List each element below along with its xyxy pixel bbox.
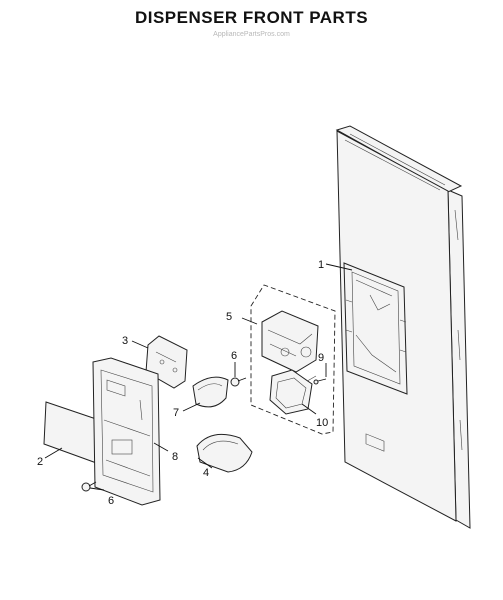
callout-3: 3 [122, 335, 128, 347]
callout-6-upper: 6 [231, 350, 237, 362]
part-8-bezel [92, 357, 161, 506]
part-5-dispenser-module [261, 310, 319, 385]
watermark: AppliancePartsPros.com [213, 31, 290, 38]
callout-9: 9 [318, 352, 324, 364]
callout-1: 1 [318, 259, 324, 271]
callout-7: 7 [173, 407, 179, 419]
part-7-lever [192, 376, 229, 408]
leader-lines [44, 263, 353, 491]
assembly-boundary [250, 284, 336, 435]
part-10-actuator [269, 369, 313, 415]
diagram-title: DISPENSER FRONT PARTS [134, 8, 369, 27]
callout-5: 5 [226, 311, 232, 323]
callout-10: 10 [316, 417, 328, 429]
callout-8: 8 [172, 451, 178, 463]
callout-2: 2 [37, 456, 43, 468]
callout-6-lower: 6 [108, 495, 114, 507]
part-6-screw-upper [230, 377, 247, 387]
part-6-screw-lower [81, 481, 97, 492]
part-4-tray [196, 433, 253, 473]
part-9-screw [313, 378, 327, 385]
callout-4: 4 [203, 467, 209, 479]
dispenser-housing [343, 262, 408, 452]
